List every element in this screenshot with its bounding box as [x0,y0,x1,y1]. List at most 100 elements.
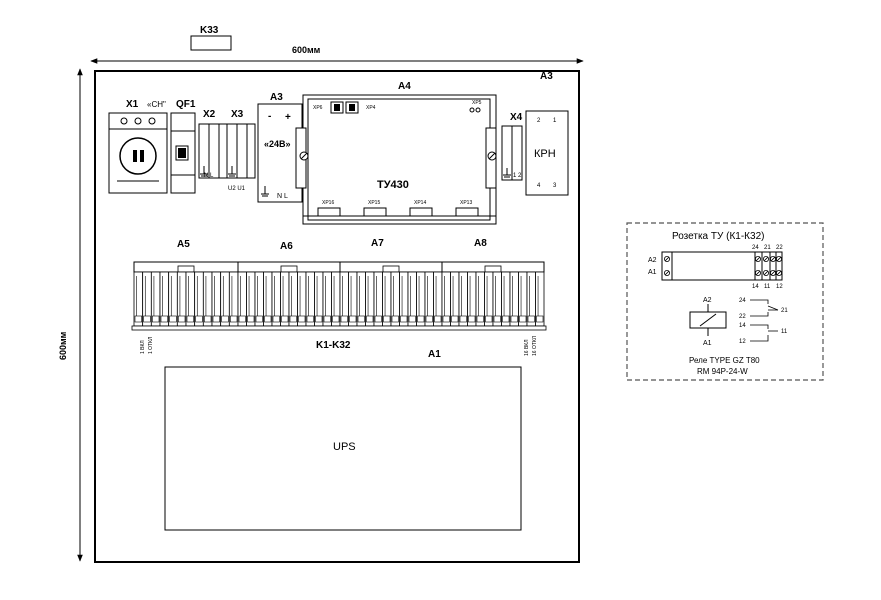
k33-box [190,35,232,51]
legend-socket-a2: A2 [648,257,657,264]
relay-module [399,271,409,327]
left-otkl-label: 1 ОТКЛ [148,337,154,354]
a5-label: A5 [177,239,190,250]
krn-relay [525,110,569,196]
relay-module [492,271,502,327]
relay-module [159,271,170,327]
a7-label: A7 [371,238,384,249]
relay-block [237,261,341,327]
a3-label: A3 [270,92,283,103]
relay-module [331,271,341,327]
legend-bottom-t12: 12 [776,284,783,290]
relay-module [280,271,290,327]
x3-u-label: U2 U1 [228,186,246,192]
relay-module [441,271,451,327]
relay-module [356,271,366,327]
relay-module [150,271,161,327]
relay-module [450,271,460,327]
legend-bottom-t11: 11 [764,284,771,290]
relay-module [526,271,536,327]
cabinet-a3-label: A3 [540,71,553,82]
qf1-breaker [170,112,196,194]
screw-icon [755,269,762,276]
x4-terminal [501,125,523,181]
relay-module [348,271,358,327]
right-vkl-label: 16 ВКЛ [524,340,530,356]
xp14-label: XP14 [414,200,426,206]
xp6-label: XP6 [313,105,323,111]
krn-label: КРН [534,148,556,160]
a8-label: A8 [474,238,487,249]
xp13-connector [455,207,479,217]
legend-coil-a2: A2 [703,297,712,304]
a4-controller [295,94,497,225]
relay-module [373,271,383,327]
legend-contact-14: 14 [739,323,746,329]
k1k32-label: K1-K32 [316,340,351,351]
relay-module [509,271,519,327]
relay-module [168,271,178,327]
relay-module [433,271,443,327]
x4-label: X4 [510,112,523,123]
height-dimension-label: 600мм [58,331,68,360]
relay-module [202,271,213,327]
legend-socket-a1: A1 [648,269,657,276]
a1-label: A1 [428,349,441,360]
xp16-connector [317,207,341,217]
relay-module [339,271,349,327]
screw-icon [763,269,770,276]
relay-block [441,261,545,327]
relay-module [185,271,196,327]
relay-module [501,271,511,327]
x3-label: X3 [231,109,244,120]
tu430-label: ТУ430 [377,179,409,191]
relay-module [458,271,468,327]
a4-screw-left-icon [299,151,309,161]
xp13-label: XP13 [460,200,472,206]
right-otkl-label: 16 ОТКЛ [532,336,538,356]
relay-module [142,271,152,327]
screw-icon [770,255,777,262]
krn-terminal-3: 3 [553,183,557,189]
relay-block [339,261,443,327]
legend-title: Розетка ТУ (К1-К32) [672,231,764,242]
relay-block [133,261,239,327]
krn-terminal-1: 1 [553,118,557,124]
relay-module [314,271,324,327]
relay-module [271,271,281,327]
screw-icon [776,255,783,262]
relay-module [237,271,247,327]
x1-socket [108,112,168,194]
legend-top-t22: 22 [776,245,783,251]
k33-label: K33 [200,25,219,36]
relay-module [382,271,392,327]
legend-socket-screws [664,255,783,276]
a3-power-supply [257,103,303,203]
xp14-connector [409,207,433,217]
xp4-label: XP4 [366,105,376,111]
relay-rail-base [131,325,547,331]
xp5-label: XP5 [472,100,482,106]
x2-nl-label: N L [204,173,214,179]
relay-module [484,271,494,327]
relay-module [407,271,417,327]
legend-coil-a1: A1 [703,340,712,347]
legend-contact-11: 11 [781,329,788,335]
screw-icon [664,269,671,276]
relay-module [467,271,477,327]
x1-label: X1 [126,99,139,110]
a3-ground-icon [261,186,269,197]
ups-box [164,366,522,531]
krn-terminal-4: 4 [537,183,541,189]
relay-module [176,271,187,327]
xp16-label: XP16 [322,200,334,206]
relay-module [228,271,239,327]
x1-sn-label: «СН" [147,100,166,109]
relay-module [288,271,298,327]
legend-contact-22: 22 [739,314,746,320]
relay-module [322,271,332,327]
legend-relay-type-line1: Реле TYPE GZ T80 [689,356,760,365]
legend-top-t24: 24 [752,245,759,251]
legend-top-t21: 21 [764,245,771,251]
